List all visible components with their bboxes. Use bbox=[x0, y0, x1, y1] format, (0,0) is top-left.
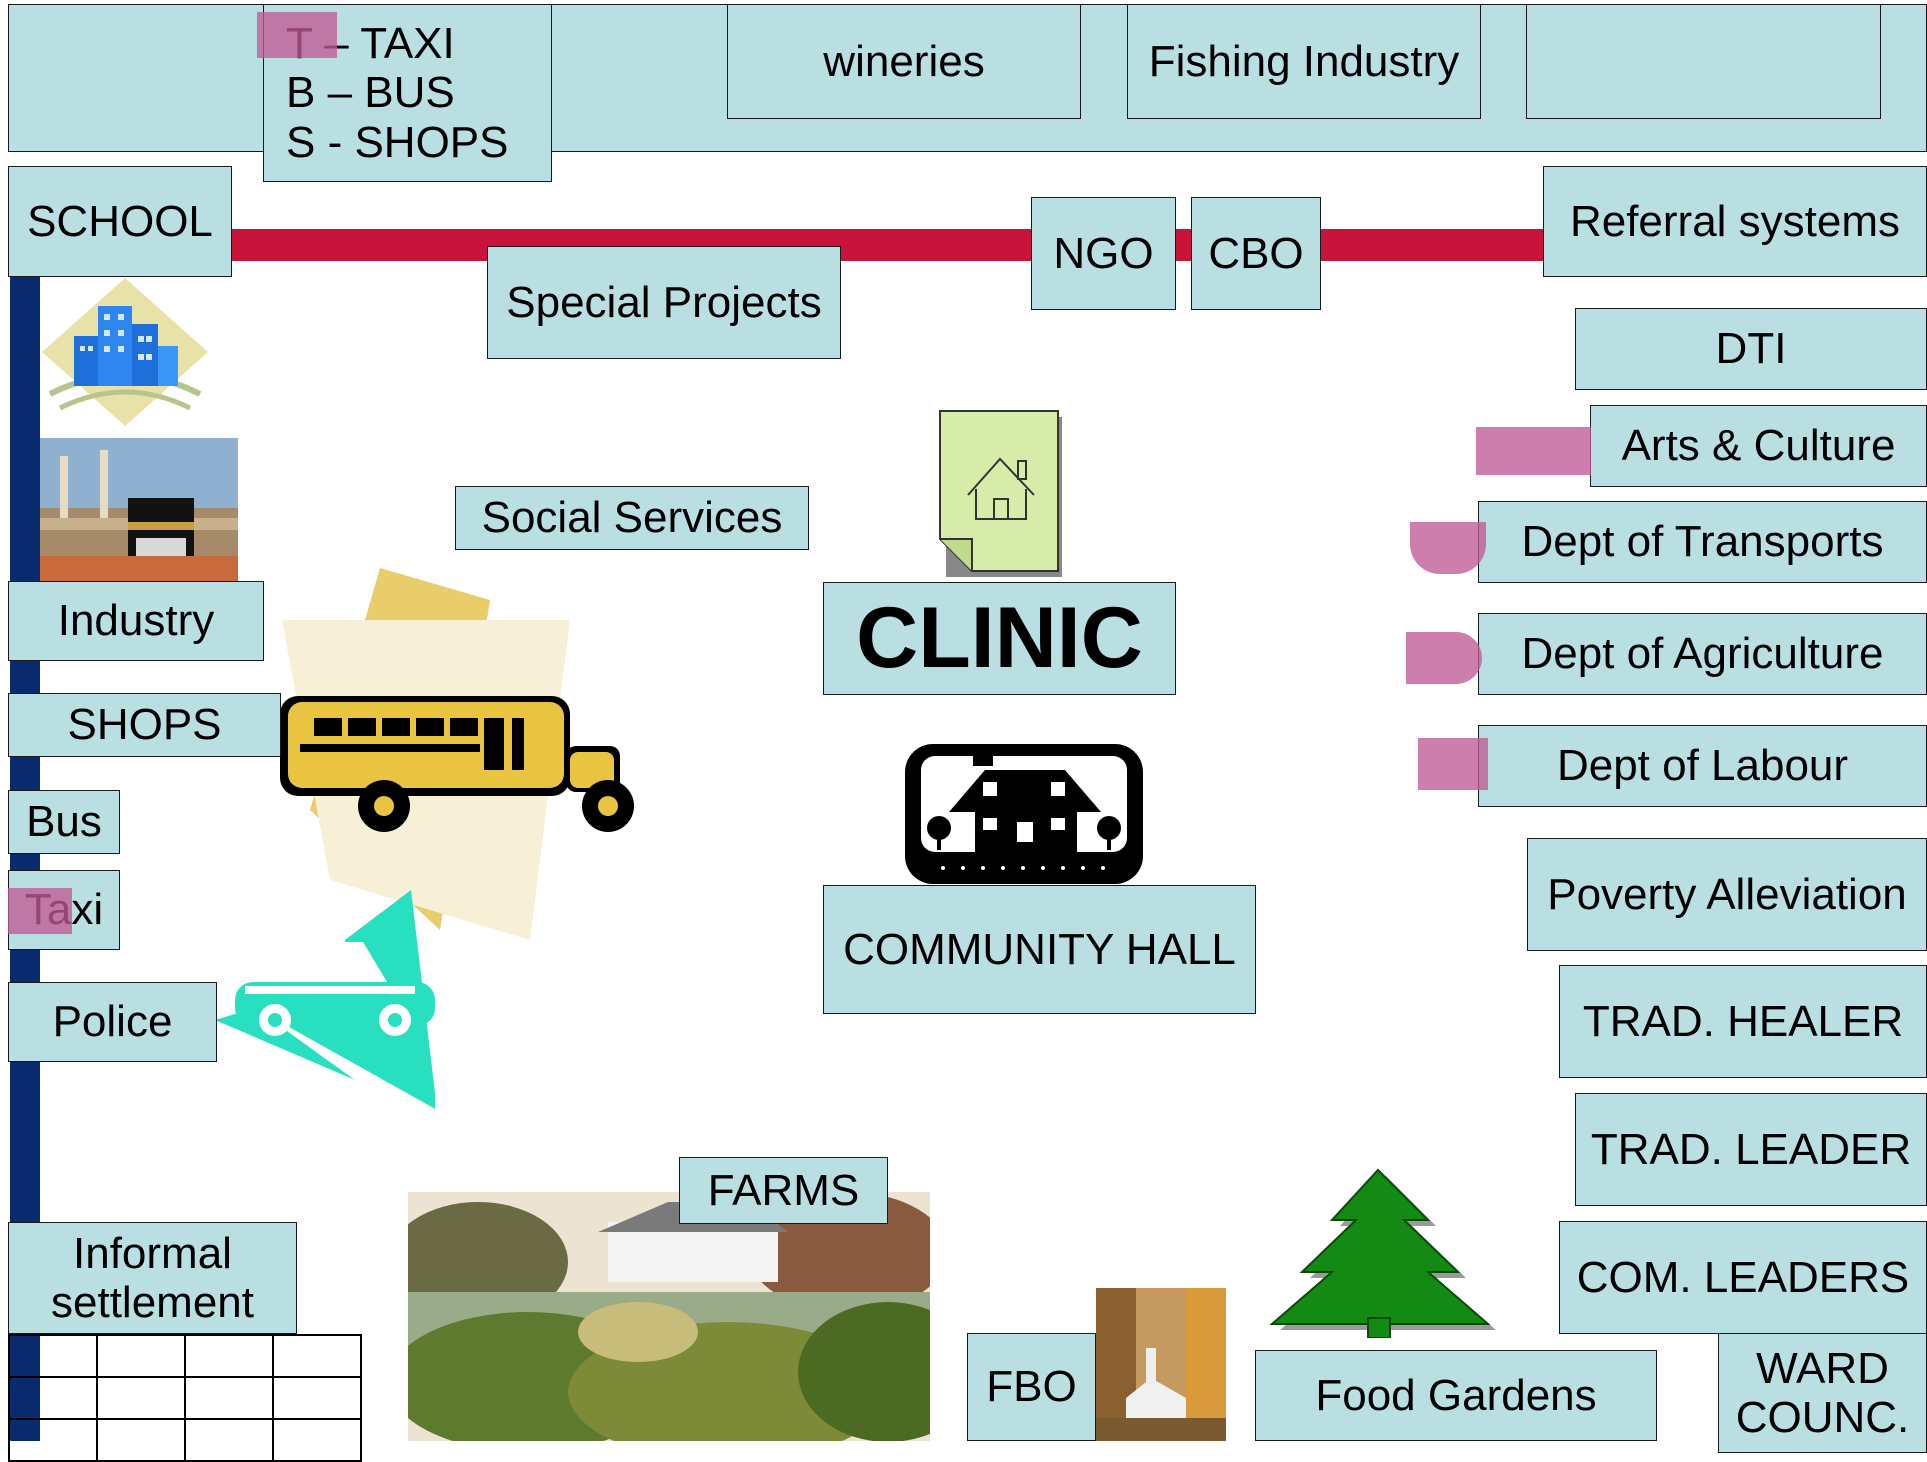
trad-healer-label: TRAD. HEALER bbox=[1582, 996, 1904, 1046]
school-label: SCHOOL bbox=[27, 196, 213, 246]
trad-leader-box: TRAD. LEADER bbox=[1575, 1093, 1927, 1206]
arts-culture-highlight bbox=[1476, 427, 1591, 475]
police-label: Police bbox=[52, 997, 173, 1047]
dti-box: DTI bbox=[1575, 308, 1927, 390]
dept-transports-box: Dept of Transports bbox=[1478, 501, 1927, 583]
fishing-industry-box: Fishing Industry bbox=[1127, 4, 1481, 119]
taxi-icon bbox=[215, 880, 437, 1110]
fbo-label: FBO bbox=[986, 1362, 1077, 1412]
school-box: SCHOOL bbox=[8, 166, 232, 277]
bus-label: Bus bbox=[26, 797, 102, 847]
informal-settlement-grid bbox=[8, 1334, 362, 1462]
road-horizontal bbox=[225, 229, 1545, 261]
dti-label: DTI bbox=[1715, 324, 1787, 374]
empty-top-box bbox=[1526, 4, 1881, 119]
informal-label-line2: settlement bbox=[51, 1278, 254, 1327]
social-services-box: Social Services bbox=[455, 486, 809, 550]
special-projects-box: Special Projects bbox=[487, 246, 841, 359]
house-document-icon bbox=[938, 409, 1062, 577]
bus-box: Bus bbox=[8, 790, 120, 854]
industry-label: Industry bbox=[57, 596, 215, 646]
police-box: Police bbox=[8, 982, 217, 1062]
dept-transports-label: Dept of Transports bbox=[1521, 517, 1884, 567]
ward-councillor-box: WARD COUNC. bbox=[1718, 1333, 1927, 1453]
com-leaders-label: COM. LEADERS bbox=[1576, 1252, 1910, 1302]
fbo-box: FBO bbox=[967, 1333, 1096, 1441]
referral-systems-box: Referral systems bbox=[1543, 166, 1927, 277]
community-hall-icon bbox=[903, 742, 1145, 886]
fishing-industry-label: Fishing Industry bbox=[1148, 36, 1460, 86]
dept-labour-label: Dept of Labour bbox=[1556, 741, 1849, 791]
dept-agriculture-label: Dept of Agriculture bbox=[1521, 629, 1884, 679]
shops-box: SHOPS bbox=[8, 693, 281, 757]
dept-agriculture-box: Dept of Agriculture bbox=[1478, 613, 1927, 695]
dept-labour-highlight bbox=[1418, 738, 1488, 790]
dept-labour-box: Dept of Labour bbox=[1478, 725, 1927, 807]
wineries-box: wineries bbox=[727, 4, 1081, 119]
legend-taxi-highlight bbox=[257, 12, 337, 58]
church-photo bbox=[1096, 1288, 1226, 1441]
trad-leader-label: TRAD. LEADER bbox=[1590, 1124, 1912, 1174]
taxi-highlight bbox=[8, 888, 72, 934]
arts-culture-box: Arts & Culture bbox=[1590, 405, 1927, 487]
industry-box: Industry bbox=[8, 581, 264, 661]
school-bus-icon bbox=[270, 560, 670, 960]
clinic-box: CLINIC bbox=[823, 582, 1176, 695]
tree-icon bbox=[1268, 1168, 1504, 1339]
arts-culture-label: Arts & Culture bbox=[1621, 421, 1896, 471]
buildings-icon bbox=[40, 276, 210, 426]
ngo-box: NGO bbox=[1031, 197, 1176, 310]
dept-agriculture-highlight bbox=[1406, 632, 1482, 684]
dept-transports-highlight bbox=[1410, 522, 1486, 574]
shops-label: SHOPS bbox=[67, 700, 222, 750]
informal-settlement-box: Informal settlement bbox=[8, 1222, 297, 1334]
trad-healer-box: TRAD. HEALER bbox=[1559, 965, 1927, 1078]
legend-bus: B – BUS bbox=[286, 68, 455, 118]
special-projects-label: Special Projects bbox=[506, 277, 822, 327]
social-services-label: Social Services bbox=[481, 493, 783, 543]
clinic-label: CLINIC bbox=[856, 590, 1143, 687]
ngo-label: NGO bbox=[1053, 228, 1154, 278]
ward-label-line1: WARD bbox=[1756, 1343, 1889, 1393]
informal-label-line1: Informal bbox=[73, 1228, 232, 1278]
referral-systems-label: Referral systems bbox=[1569, 196, 1901, 246]
com-leaders-box: COM. LEADERS bbox=[1559, 1221, 1927, 1334]
cbo-box: CBO bbox=[1191, 197, 1321, 310]
food-gardens-label: Food Gardens bbox=[1315, 1370, 1597, 1420]
mosque-photo bbox=[40, 438, 238, 582]
farms-box: FARMS bbox=[679, 1157, 888, 1224]
wineries-label: wineries bbox=[823, 36, 985, 86]
farm-photo bbox=[388, 1192, 978, 1462]
community-hall-label: COMMUNITY HALL bbox=[843, 924, 1236, 974]
community-hall-box: COMMUNITY HALL bbox=[823, 885, 1256, 1014]
cbo-label: CBO bbox=[1208, 228, 1304, 278]
ward-label-line2: COUNC. bbox=[1735, 1393, 1910, 1442]
poverty-alleviation-box: Poverty Alleviation bbox=[1527, 838, 1927, 951]
food-gardens-box: Food Gardens bbox=[1255, 1350, 1657, 1441]
farms-label: FARMS bbox=[707, 1165, 860, 1215]
legend-shops: S - SHOPS bbox=[286, 117, 509, 167]
poverty-alleviation-label: Poverty Alleviation bbox=[1547, 869, 1907, 919]
